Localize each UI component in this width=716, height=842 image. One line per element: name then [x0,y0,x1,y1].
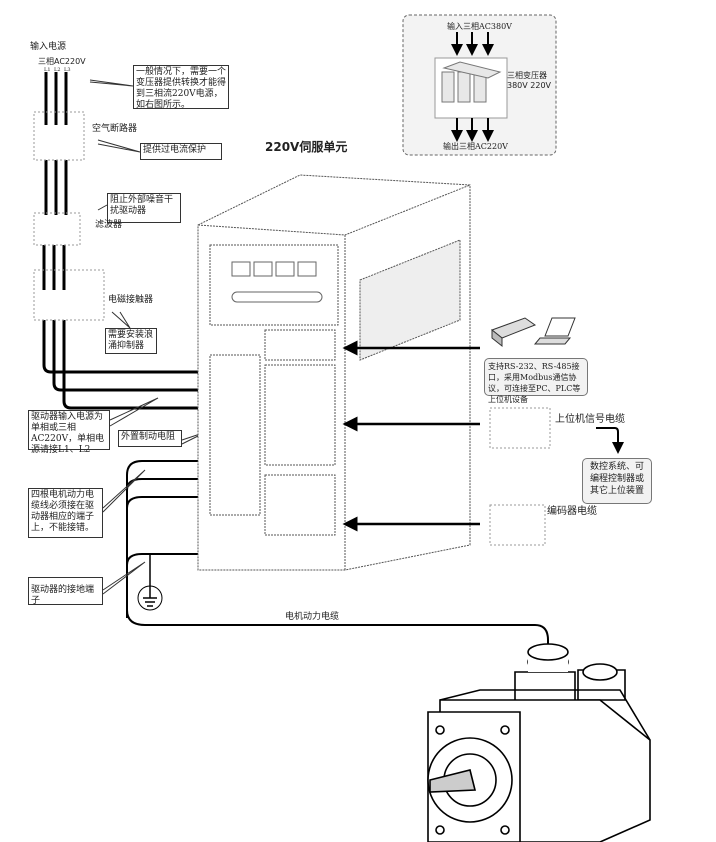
transformer-output: 输出三相AC220V [443,142,508,151]
motor-power-cable-label: 电机动力电缆 [285,612,340,622]
encoder-cable-label: 编码器电缆 [547,506,597,517]
breaker-label: 空气断路器 [92,124,138,134]
motor-phase-lines [126,460,549,652]
ground-note-callout: 驱动器的接地端子 [28,577,103,606]
transformer-arrows [451,32,494,142]
motor-cable-note-callout: 四根电机动力电缆线必须接在驱动器相应的端子上，不能接错。 [28,488,103,538]
contactor-note-callout: 需要安装浪涌抑制器 [105,328,157,354]
power-input-label: 输入电源 [30,42,67,52]
servo-drive-unit [197,174,471,571]
connection-arrows [342,340,480,532]
servo-motor [427,643,651,842]
transformer-input: 输入三相AC380V [447,22,512,31]
transformer-label: 三相变压器 [507,71,547,80]
transformer-note-callout: 一般情况下，需要一个变压器提供转换才能得到三相流220V电源，如右图所示。 [133,65,229,110]
breaker-symbol [33,111,105,321]
laptop-icon [533,317,576,345]
breaker-note-callout: 提供过电流保护 [140,143,222,160]
phase-l3: L3 [64,67,71,73]
comm-note-callout: 支持RS-232、RS-485接口，采用Modbus通信协议，可连接至PC、PL… [484,358,588,404]
ground-icon [137,585,163,611]
brake-resistor-callout: 外置制动电阻 [118,430,182,447]
filter-label: 滤波器 [95,220,123,230]
host-arrow [596,427,624,454]
signal-cable-label: 上位机信号电缆 [555,414,625,425]
contactor-label: 电磁接触器 [108,295,154,305]
network-hub-icon [490,317,537,348]
transformer-coils [441,61,502,103]
phase-l2: L2 [54,67,61,73]
power-input-spec: 三相AC220V [38,57,86,66]
cable-connectors [489,407,551,546]
phase-l1: L1 [44,67,51,73]
drive-input-note-callout: 驱动器输入电源为单相或三相AC220V，单相电源请接L1、L2 [28,410,110,455]
drive-display [231,261,323,303]
page-title: 220V伺服单元 [265,140,348,154]
host-device-box: 数控系统、可编程控制器或其它上位装置 [582,458,652,504]
input-phase-lines [42,72,232,410]
filter-note-callout: 阻止外部噪音干扰驱动器 [107,193,181,223]
transformer-ratio: 380V 220V [507,81,552,90]
